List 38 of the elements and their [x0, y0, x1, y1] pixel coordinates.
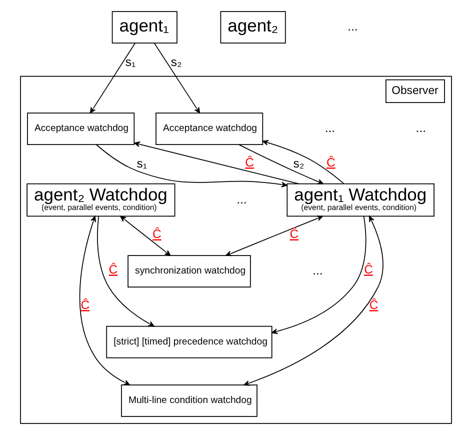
edge-label: Ĉ: [290, 227, 299, 242]
label: ...: [348, 20, 358, 34]
edge-label: Ĉ: [364, 262, 373, 277]
node-box: agent₁ Watchdog (event, parallel events, condition): [286, 183, 434, 217]
edge-label: Ĉ: [369, 298, 378, 312]
edge-label: s₂: [293, 156, 304, 170]
node-box: Acceptance watchdog: [27, 112, 135, 145]
arrow: [90, 42, 136, 114]
node-box: agent₂: [220, 11, 286, 44]
edge-label: Ĉ: [152, 227, 162, 242]
arrow: [120, 216, 171, 256]
node-box: synchronization watchdog: [128, 255, 251, 288]
arrow: [244, 216, 384, 386]
node-box: Multi-line condition watchdog: [121, 384, 258, 417]
node-box: Acceptance watchdog: [156, 112, 264, 145]
arrow: [154, 42, 200, 114]
label: ...: [324, 121, 336, 135]
edge-label: Ĉ: [326, 156, 336, 170]
edge-label: s₂: [170, 54, 182, 69]
arrow: [79, 216, 130, 386]
node-box: [strict] [timed] precedence watchdog: [106, 326, 272, 358]
label: ...: [416, 121, 426, 135]
label: ...: [236, 192, 247, 206]
edge-label: Ĉ: [108, 262, 118, 277]
arrow: [97, 216, 154, 327]
arrow: [226, 216, 323, 256]
edge-label: Ĉ: [245, 156, 254, 170]
arrow: [134, 142, 300, 184]
arrow: [238, 144, 324, 184]
label: ...: [312, 264, 323, 278]
arrow: [96, 144, 288, 188]
edge-label: s₁: [136, 156, 148, 170]
arrow: [262, 140, 344, 184]
edge-label: s₁: [125, 54, 136, 69]
arrow: [272, 216, 366, 334]
node-box: agent₂ Watchdog (event, parallel events, condition): [26, 183, 176, 217]
node-box: agent₁: [112, 11, 178, 44]
edge-label: Ĉ: [80, 298, 90, 312]
